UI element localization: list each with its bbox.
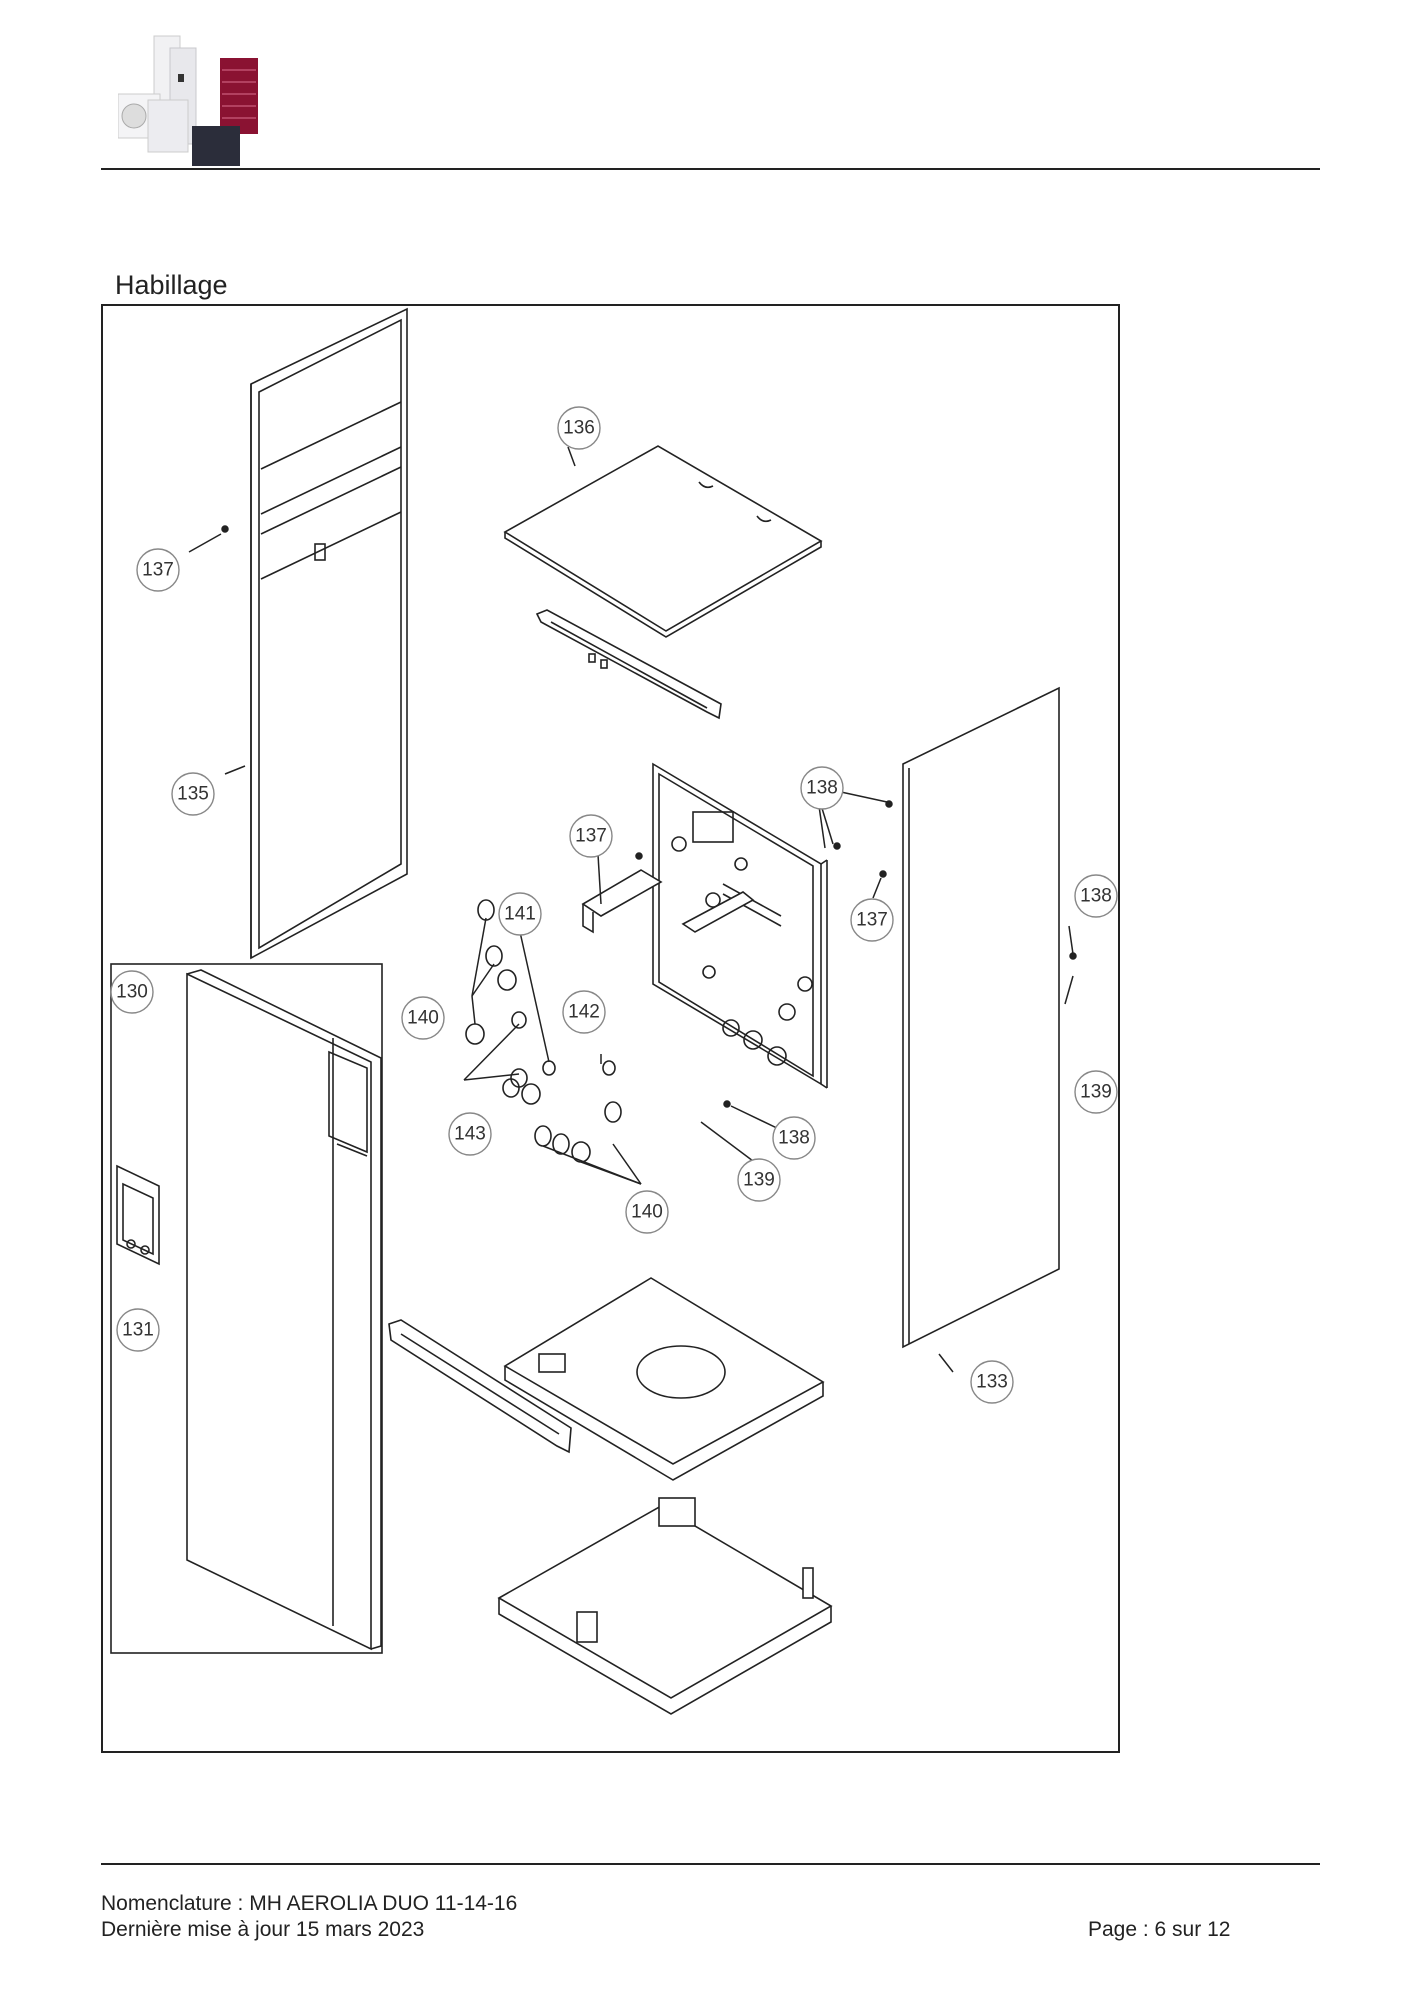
callout-141: 141 bbox=[504, 904, 536, 925]
seal-rings bbox=[465, 899, 622, 1163]
callout-138-b: 138 bbox=[1080, 886, 1112, 907]
product-range-logo-icon bbox=[118, 35, 258, 166]
header-divider bbox=[101, 168, 1320, 170]
top-bracket bbox=[535, 609, 722, 720]
callout-143: 143 bbox=[454, 1124, 486, 1145]
footer-divider bbox=[101, 1863, 1320, 1865]
section-title: Habillage bbox=[115, 270, 228, 300]
exploded-view-diagram: 136 137 135 130 131 141 140 143 142 137 … bbox=[110, 307, 1118, 1715]
side-panel-133 bbox=[902, 686, 1060, 1349]
middle-frame bbox=[581, 762, 828, 1089]
lower-rail bbox=[388, 1319, 572, 1454]
base-tray bbox=[503, 1277, 825, 1481]
callout-140-b: 140 bbox=[631, 1202, 663, 1223]
callout-142: 142 bbox=[568, 1002, 600, 1023]
front-door-box-130 bbox=[110, 963, 383, 1654]
footer-nomenclature: Nomenclature : MH AEROLIA DUO 11-14-16 bbox=[101, 1892, 518, 1915]
callout-138-a: 138 bbox=[806, 778, 838, 799]
callout-140-a: 140 bbox=[407, 1008, 439, 1029]
callout-138-c: 138 bbox=[778, 1128, 810, 1149]
footer-page-number: Page : 6 sur 12 bbox=[1088, 1918, 1231, 1941]
callout-139-b: 139 bbox=[743, 1170, 775, 1191]
top-panel-136 bbox=[503, 445, 823, 638]
control-plate-131 bbox=[116, 1164, 160, 1266]
bottom-plate bbox=[497, 1497, 833, 1715]
callout-133: 133 bbox=[976, 1372, 1008, 1393]
callout-137-a: 137 bbox=[142, 560, 174, 581]
diagram-frame bbox=[101, 304, 1120, 1753]
footer-last-update: Dernière mise à jour 15 mars 2023 bbox=[101, 1918, 425, 1941]
callout-137-b: 137 bbox=[575, 826, 607, 847]
callout-135: 135 bbox=[177, 784, 209, 805]
callout-137-c: 137 bbox=[856, 910, 888, 931]
callout-131: 131 bbox=[122, 1320, 154, 1341]
callout-130: 130 bbox=[116, 982, 148, 1003]
side-panel-135 bbox=[250, 307, 408, 960]
callout-136: 136 bbox=[563, 418, 595, 439]
callout-139-a: 139 bbox=[1080, 1082, 1112, 1103]
